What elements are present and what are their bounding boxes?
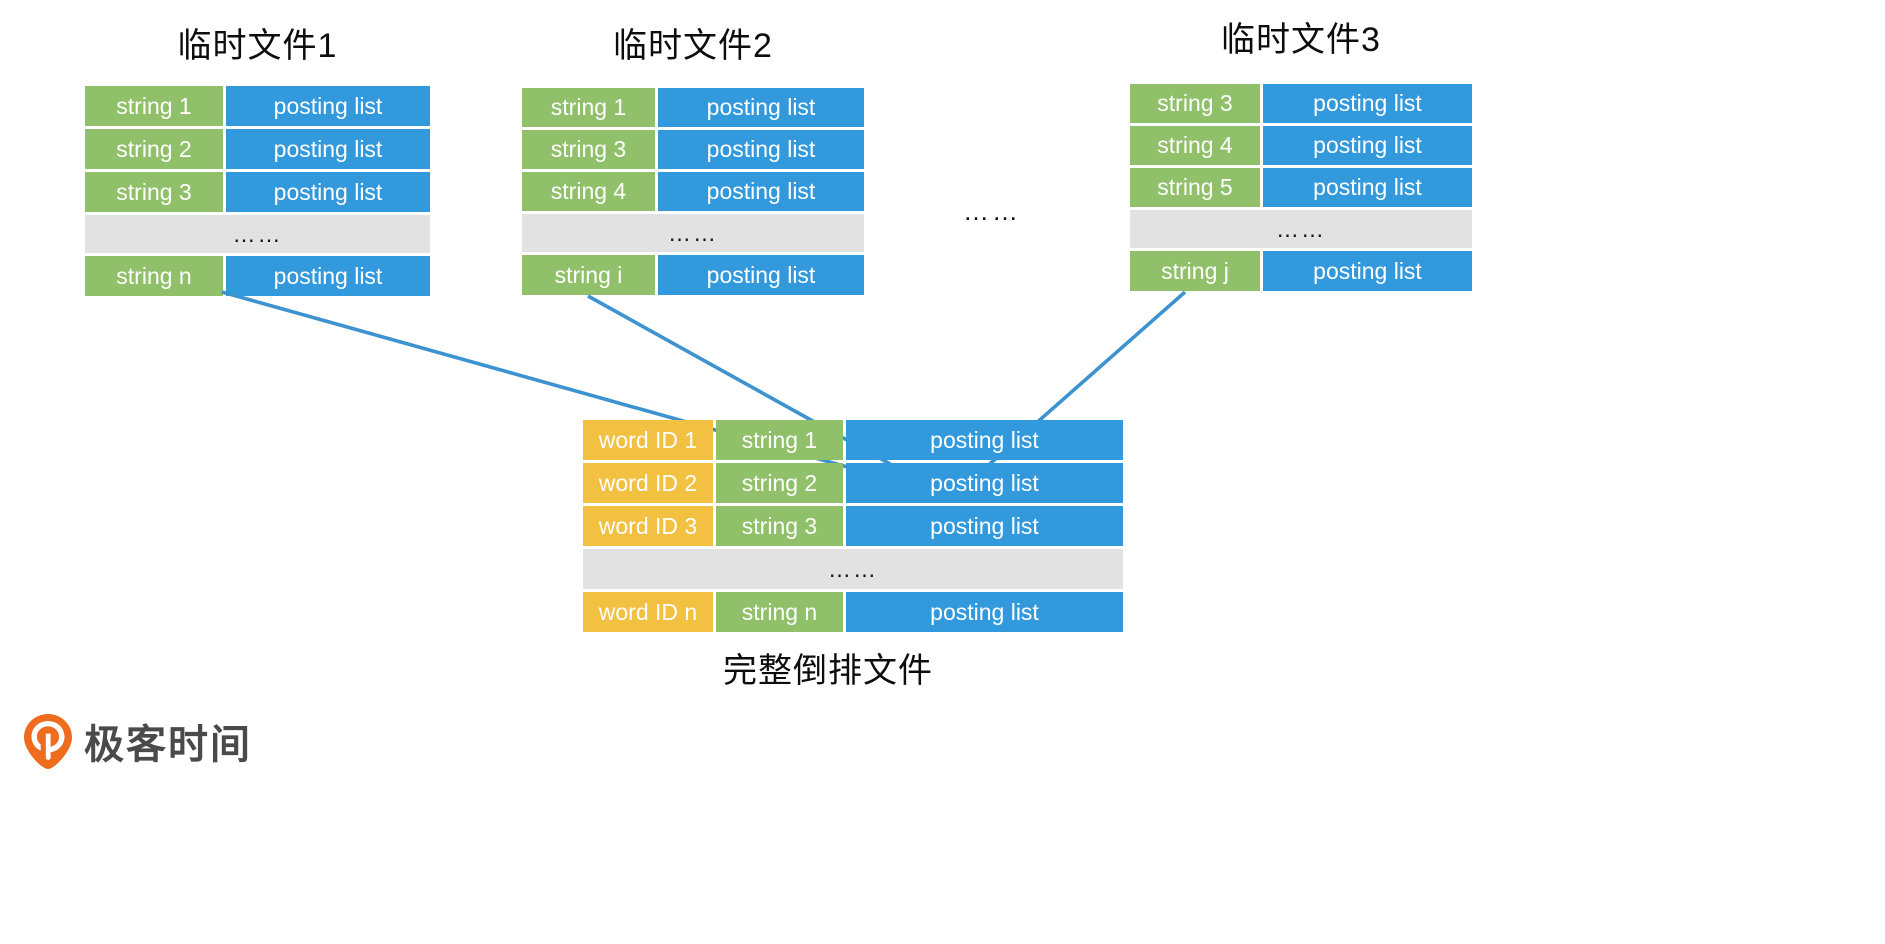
table-row: string 4 posting list xyxy=(1130,126,1472,165)
posting-list-cell: posting list xyxy=(226,172,430,212)
temp-file-1-title: 临时文件1 xyxy=(177,27,338,65)
table-row: word ID n string n posting list xyxy=(583,592,1123,632)
string-cell: string 3 xyxy=(716,506,843,546)
temp-file-3-title: 临时文件3 xyxy=(1221,21,1381,59)
brand-logo: 极客时间 xyxy=(22,712,252,770)
brand-logo-text: 极客时间 xyxy=(84,723,252,767)
posting-list-cell: posting list xyxy=(226,256,430,296)
word-id-cell: word ID 3 xyxy=(583,506,713,546)
posting-list-cell: posting list xyxy=(846,420,1123,460)
string-cell: string 4 xyxy=(522,172,655,211)
string-cell: string 3 xyxy=(522,130,655,169)
table-row: string 4 posting list xyxy=(522,172,864,211)
posting-list-cell: posting list xyxy=(226,86,430,126)
temp-file-2-title: 临时文件2 xyxy=(613,27,773,65)
string-cell: string j xyxy=(1130,251,1260,291)
table-row-ellipsis: …… xyxy=(583,549,1123,589)
word-id-cell: word ID n xyxy=(583,592,713,632)
string-cell: string 5 xyxy=(1130,168,1260,207)
geekbang-pin-icon xyxy=(22,713,74,769)
table-row: string 3 posting list xyxy=(522,130,864,169)
posting-list-cell: posting list xyxy=(846,506,1123,546)
posting-list-cell: posting list xyxy=(658,88,864,127)
string-cell: string 1 xyxy=(522,88,655,127)
string-cell: string 3 xyxy=(85,172,223,212)
table-row: string j posting list xyxy=(1130,251,1472,291)
word-id-cell: word ID 1 xyxy=(583,420,713,460)
temp-file-1-table: string 1 posting list string 2 posting l… xyxy=(85,86,430,296)
ellipsis-cell: …… xyxy=(522,214,864,252)
table-row-ellipsis: …… xyxy=(85,215,430,253)
posting-list-cell: posting list xyxy=(846,463,1123,503)
merged-file-caption: 完整倒排文件 xyxy=(723,652,933,690)
ellipsis-cell: …… xyxy=(85,215,430,253)
string-cell: string 2 xyxy=(85,129,223,169)
table-row-ellipsis: …… xyxy=(1130,210,1472,248)
table-row: string 5 posting list xyxy=(1130,168,1472,207)
string-cell: string 1 xyxy=(85,86,223,126)
temp-file-2-table: string 1 posting list string 3 posting l… xyxy=(522,88,864,295)
table-row: string n posting list xyxy=(85,256,430,296)
table-row: string 1 posting list xyxy=(522,88,864,127)
merged-inverted-index-table: word ID 1 string 1 posting list word ID … xyxy=(583,420,1123,632)
table-row-ellipsis: …… xyxy=(522,214,864,252)
string-cell: string i xyxy=(522,255,655,295)
table-row: string 3 posting list xyxy=(85,172,430,212)
temp-file-3-table: string 3 posting list string 4 posting l… xyxy=(1130,84,1472,291)
string-cell: string 4 xyxy=(1130,126,1260,165)
table-row: string i posting list xyxy=(522,255,864,295)
table-row: string 1 posting list xyxy=(85,86,430,126)
posting-list-cell: posting list xyxy=(1263,168,1472,207)
posting-list-cell: posting list xyxy=(846,592,1123,632)
table-row: string 2 posting list xyxy=(85,129,430,169)
table-row: string 3 posting list xyxy=(1130,84,1472,123)
table-row: word ID 2 string 2 posting list xyxy=(583,463,1123,503)
table-row: word ID 3 string 3 posting list xyxy=(583,506,1123,546)
ellipsis-cell: …… xyxy=(1130,210,1472,248)
posting-list-cell: posting list xyxy=(658,255,864,295)
word-id-cell: word ID 2 xyxy=(583,463,713,503)
string-cell: string n xyxy=(85,256,223,296)
ellipsis-cell: …… xyxy=(583,549,1123,589)
posting-list-cell: posting list xyxy=(658,130,864,169)
posting-list-cell: posting list xyxy=(1263,251,1472,291)
table-row: word ID 1 string 1 posting list xyxy=(583,420,1123,460)
string-cell: string 2 xyxy=(716,463,843,503)
string-cell: string n xyxy=(716,592,843,632)
posting-list-cell: posting list xyxy=(1263,84,1472,123)
string-cell: string 3 xyxy=(1130,84,1260,123)
posting-list-cell: posting list xyxy=(1263,126,1472,165)
string-cell: string 1 xyxy=(716,420,843,460)
between-tables-ellipsis: …… xyxy=(963,196,1021,226)
posting-list-cell: posting list xyxy=(226,129,430,169)
posting-list-cell: posting list xyxy=(658,172,864,211)
